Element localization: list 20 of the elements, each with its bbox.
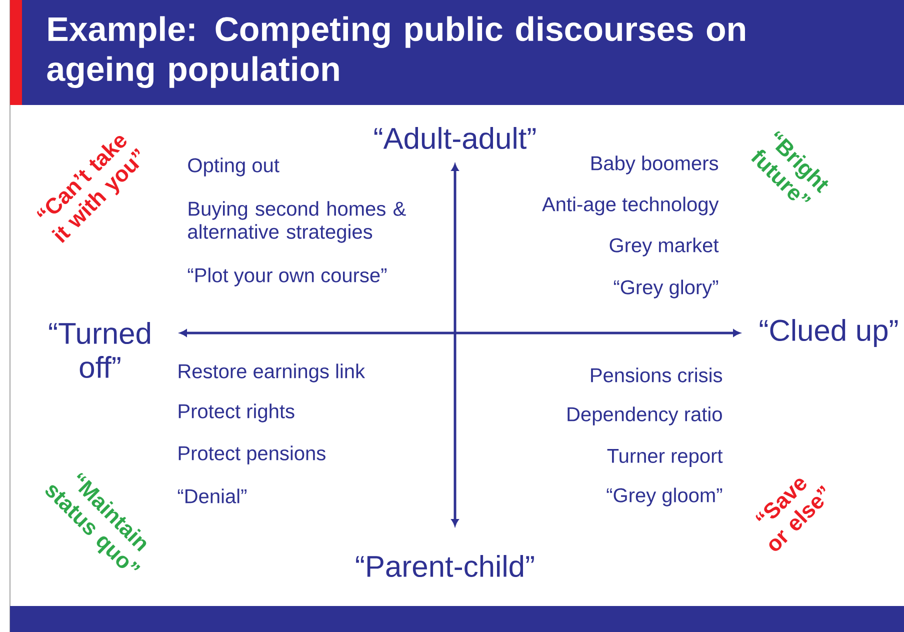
item-text: Restore earnings link bbox=[178, 364, 366, 382]
item-text: Anti-age technology bbox=[542, 196, 719, 216]
item-text: “Grey gloom” bbox=[606, 488, 722, 506]
item-text: Protect rights bbox=[178, 404, 294, 422]
item-text: Buying second homes & alternative strategies bbox=[188, 201, 406, 243]
title: Example: Competing public discourses on ageing population bbox=[47, 16, 745, 88]
axis-label: “Clued up” bbox=[760, 319, 898, 347]
item-text: Grey market bbox=[610, 238, 719, 256]
axis-label: “Parent-child” bbox=[356, 555, 534, 578]
item-text: Protect pensions bbox=[178, 446, 326, 464]
axis-label: “Adult-adult” bbox=[374, 127, 536, 150]
item-text: Dependency ratio bbox=[568, 406, 722, 426]
axis-label: “Turned off” bbox=[49, 322, 150, 378]
item-text: Turner report bbox=[607, 449, 723, 467]
item-text: Baby boomers bbox=[592, 156, 718, 174]
item-text: Pensions crisis bbox=[591, 368, 722, 382]
item-text: “Denial” bbox=[178, 488, 246, 504]
item-text: “Grey glory” bbox=[614, 280, 718, 298]
item-text: Opting out bbox=[188, 158, 280, 176]
item-text: “Plot your own course” bbox=[188, 268, 386, 286]
